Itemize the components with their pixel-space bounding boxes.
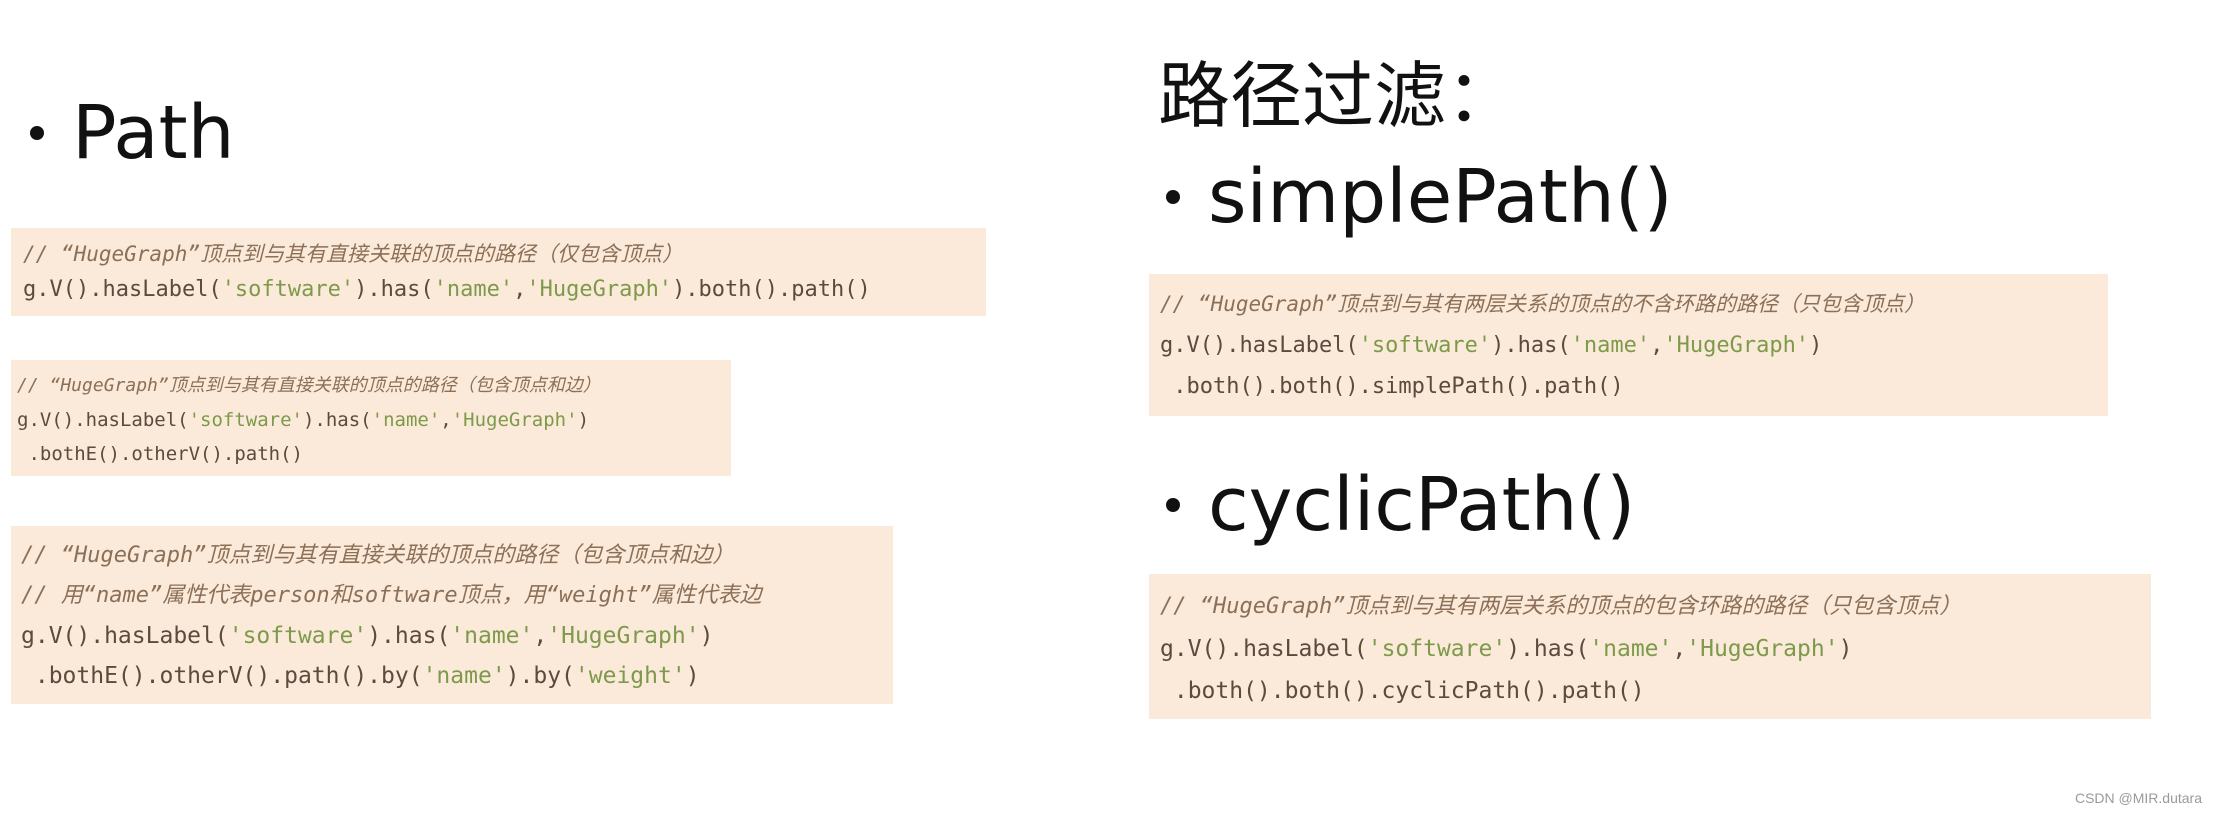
- code-comment: // 用“name”属性代表person和software顶点，用“weight…: [21, 583, 762, 608]
- code-line: .both().both().simplePath().path(): [1160, 374, 1624, 399]
- bullet-icon: [1166, 190, 1180, 204]
- path-title: Path: [30, 96, 235, 170]
- watermark: CSDN @MIR.dutara: [2074, 790, 2202, 806]
- path-title-text: Path: [72, 90, 235, 176]
- bullet-icon: [30, 126, 44, 140]
- code-comment: // “HugeGraph”顶点到与其有直接关联的顶点的路径（包含顶点和边）: [17, 375, 601, 396]
- code-line: .bothE().otherV().path(): [17, 443, 303, 465]
- path-filter-heading: 路径过滤：: [1158, 54, 1519, 138]
- code-line: .bothE().otherV().path().by('name').by('…: [21, 663, 700, 689]
- code-line: g.V().hasLabel('software').has('name','H…: [23, 277, 871, 302]
- code-block-cyclicpath: // “HugeGraph”顶点到与其有两层关系的顶点的包含环路的路径（只包含顶…: [1149, 574, 2151, 719]
- cyclicpath-title-text: cyclicPath(): [1208, 462, 1636, 548]
- code-line: g.V().hasLabel('software').has('name','H…: [1160, 333, 1823, 358]
- simplepath-title: simplePath(): [1166, 160, 1673, 234]
- bullet-icon: [1166, 498, 1180, 512]
- code-comment: // “HugeGraph”顶点到与其有直接关联的顶点的路径（包含顶点和边）: [21, 543, 735, 568]
- code-block-path-vertices-edges: // “HugeGraph”顶点到与其有直接关联的顶点的路径（包含顶点和边） g…: [11, 360, 731, 476]
- code-comment: // “HugeGraph”顶点到与其有两层关系的顶点的不含环路的路径（只包含顶…: [1160, 292, 1926, 316]
- cyclicpath-title: cyclicPath(): [1166, 468, 1635, 542]
- code-comment: // “HugeGraph”顶点到与其有两层关系的顶点的包含环路的路径（只包含顶…: [1160, 594, 1962, 619]
- simplepath-title-text: simplePath(): [1208, 154, 1673, 240]
- code-line: g.V().hasLabel('software').has('name','H…: [21, 623, 714, 649]
- code-line: g.V().hasLabel('software').has('name','H…: [17, 409, 590, 431]
- code-block-path-by: // “HugeGraph”顶点到与其有直接关联的顶点的路径（包含顶点和边） /…: [11, 526, 893, 704]
- code-line: g.V().hasLabel('software').has('name','H…: [1160, 636, 1853, 662]
- code-line: .both().both().cyclicPath().path(): [1160, 678, 1645, 704]
- code-block-simplepath: // “HugeGraph”顶点到与其有两层关系的顶点的不含环路的路径（只包含顶…: [1149, 274, 2108, 416]
- code-comment: // “HugeGraph”顶点到与其有直接关联的顶点的路径（仅包含顶点）: [23, 242, 684, 266]
- code-block-path-vertices: // “HugeGraph”顶点到与其有直接关联的顶点的路径（仅包含顶点） g.…: [11, 228, 986, 316]
